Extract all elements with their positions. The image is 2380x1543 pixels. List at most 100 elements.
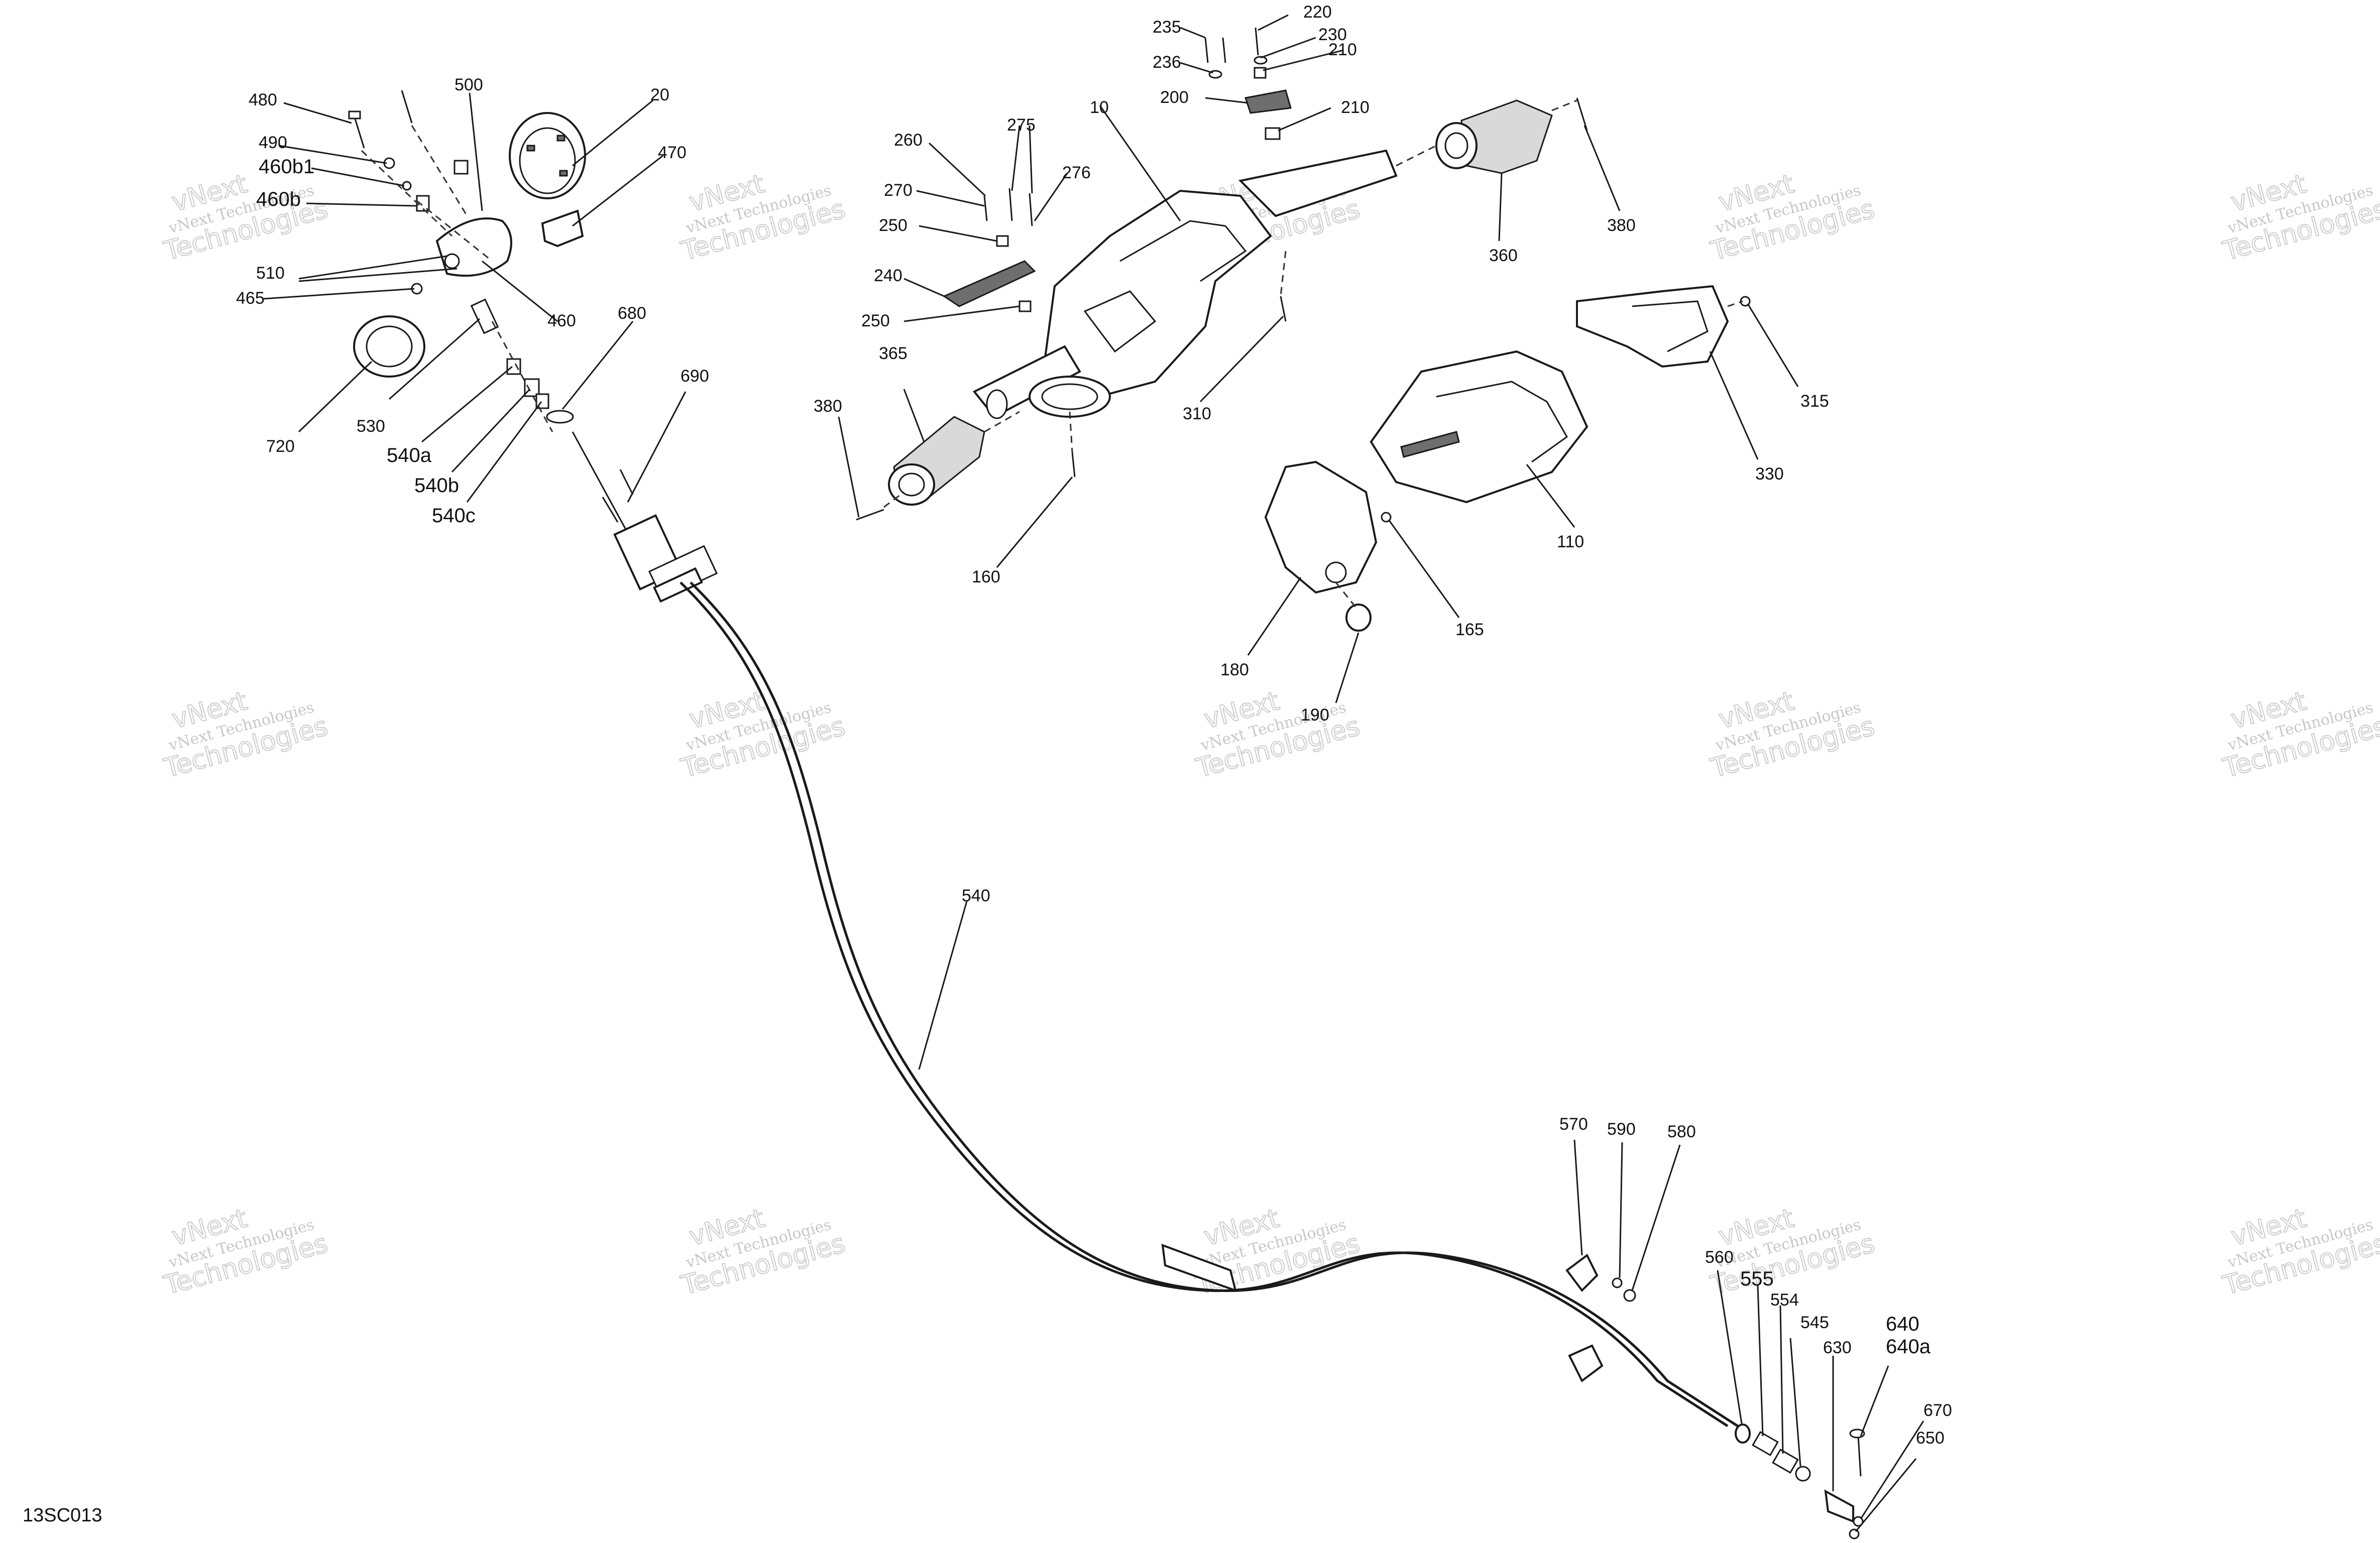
callout-250-upper: 250 bbox=[879, 216, 908, 235]
part-640-pin bbox=[1857, 1436, 1862, 1477]
watermark: vNext vNext Technologies Technologies bbox=[1707, 685, 1878, 784]
leader-lines bbox=[263, 14, 1924, 1532]
callout-10: 10 bbox=[1090, 98, 1109, 117]
part-250-nut-lower bbox=[1018, 300, 1032, 312]
part-165-screw bbox=[1381, 512, 1392, 523]
callout-210-top: 210 bbox=[1328, 40, 1357, 59]
part-bolt-top bbox=[401, 90, 413, 124]
part-250-nut bbox=[996, 235, 1009, 247]
callout-630: 630 bbox=[1823, 1338, 1852, 1357]
callout-190: 190 bbox=[1301, 705, 1329, 725]
callout-380-right: 380 bbox=[1607, 216, 1636, 235]
part-470-bracket bbox=[541, 209, 584, 248]
callout-555: 555 bbox=[1740, 1268, 1774, 1290]
part-110-handguard bbox=[1370, 350, 1589, 504]
callout-640: 640 bbox=[1886, 1313, 1919, 1335]
watermark: vNext vNext Technologies Technologies bbox=[160, 1203, 331, 1301]
part-545-nut bbox=[1795, 1466, 1811, 1482]
callout-labels: 480 500 20 490 460b1 470 460b 510 465 46… bbox=[236, 3, 1952, 1448]
part-630-cable-end bbox=[1824, 1489, 1854, 1523]
callout-540: 540 bbox=[962, 886, 990, 905]
part-235-screw bbox=[1204, 37, 1209, 63]
callout-554: 554 bbox=[1770, 1290, 1799, 1310]
callout-20: 20 bbox=[650, 85, 669, 104]
callout-580: 580 bbox=[1667, 1122, 1696, 1141]
callout-330: 330 bbox=[1755, 464, 1784, 484]
callout-680: 680 bbox=[618, 304, 646, 323]
callout-315: 315 bbox=[1800, 392, 1829, 411]
watermark: vNext vNext Technologies Technologies bbox=[1192, 685, 1364, 784]
watermark: vNext vNext Technologies Technologies bbox=[160, 685, 331, 784]
callout-260: 260 bbox=[894, 131, 923, 150]
callout-160: 160 bbox=[972, 567, 1000, 586]
throttle-assembly bbox=[348, 90, 718, 603]
cable-end-hardware bbox=[1565, 1253, 1865, 1539]
callout-530: 530 bbox=[357, 417, 385, 436]
part-240-brake-lever bbox=[942, 260, 1036, 307]
callout-510: 510 bbox=[256, 264, 285, 283]
callout-670: 670 bbox=[1923, 1401, 1952, 1420]
part-530-adjuster bbox=[470, 298, 499, 334]
callout-360: 360 bbox=[1489, 246, 1518, 265]
callout-250-lower: 250 bbox=[861, 311, 890, 330]
callout-545: 545 bbox=[1800, 1313, 1829, 1332]
part-680-seal bbox=[546, 410, 574, 424]
watermark: vNext vNext Technologies Technologies bbox=[1707, 168, 1878, 267]
part-260-screw bbox=[983, 195, 988, 221]
callout-180: 180 bbox=[1220, 660, 1249, 679]
callout-210-bottom: 210 bbox=[1341, 98, 1370, 117]
callout-220: 220 bbox=[1303, 3, 1332, 22]
part-500-nut bbox=[454, 160, 469, 175]
callout-465: 465 bbox=[236, 289, 265, 308]
callout-276: 276 bbox=[1062, 163, 1091, 182]
callout-470: 470 bbox=[658, 143, 687, 162]
callout-310: 310 bbox=[1183, 404, 1211, 423]
part-cable-clip bbox=[1161, 1243, 1237, 1292]
callout-460b: 460b bbox=[256, 188, 301, 210]
part-690-cable-housing bbox=[572, 431, 718, 603]
part-275-screw bbox=[1008, 188, 1013, 221]
callout-540c: 540c bbox=[432, 505, 476, 527]
part-555-bushing bbox=[1752, 1431, 1779, 1457]
callout-540b: 540b bbox=[414, 474, 459, 497]
handlebar-control bbox=[856, 27, 1588, 521]
part-540-throttle-cable bbox=[679, 581, 1729, 1428]
part-590-washer bbox=[1612, 1277, 1623, 1288]
callout-200: 200 bbox=[1160, 88, 1189, 107]
part-670-washer bbox=[1853, 1516, 1864, 1527]
callout-690: 690 bbox=[681, 367, 709, 386]
callout-380-left: 380 bbox=[814, 397, 842, 416]
callout-275: 275 bbox=[1007, 115, 1036, 135]
handguard-assembly bbox=[1264, 285, 1751, 632]
part-210-nut bbox=[1265, 127, 1281, 140]
callout-650: 650 bbox=[1916, 1429, 1945, 1448]
watermark: vNext vNext Technologies Technologies bbox=[677, 1203, 849, 1301]
part-540b-sleeve bbox=[524, 378, 540, 397]
callout-110: 110 bbox=[1557, 532, 1584, 551]
part-580-nut bbox=[1623, 1289, 1636, 1302]
part-180-handguard-lower bbox=[1264, 460, 1378, 594]
callout-365: 365 bbox=[879, 344, 908, 363]
callout-236: 236 bbox=[1153, 53, 1181, 72]
callout-500: 500 bbox=[455, 75, 483, 94]
part-650-clip bbox=[1849, 1528, 1860, 1539]
callout-490: 490 bbox=[259, 133, 287, 152]
callout-460: 460 bbox=[547, 311, 576, 330]
part-310-screw bbox=[1280, 296, 1287, 322]
callout-230: 230 bbox=[1318, 25, 1347, 44]
part-365-left-grip bbox=[888, 416, 985, 506]
watermark: vNext vNext Technologies Technologies bbox=[1707, 1203, 1878, 1301]
part-560-ring bbox=[1735, 1423, 1751, 1444]
part-554-sleeve bbox=[1772, 1448, 1799, 1474]
callout-165: 165 bbox=[1455, 620, 1484, 639]
part-210-nut-top bbox=[1254, 67, 1267, 79]
callout-270: 270 bbox=[884, 181, 913, 200]
watermark: vNext vNext Technologies Technologies bbox=[2219, 685, 2380, 784]
callout-590: 590 bbox=[1607, 1120, 1636, 1139]
part-20-housing bbox=[509, 112, 586, 199]
watermark: vNext vNext Technologies Technologies bbox=[2219, 1203, 2380, 1301]
callout-235: 235 bbox=[1153, 18, 1181, 37]
callout-480: 480 bbox=[249, 90, 277, 109]
part-160-screw bbox=[1071, 451, 1076, 478]
callout-720: 720 bbox=[266, 437, 295, 456]
